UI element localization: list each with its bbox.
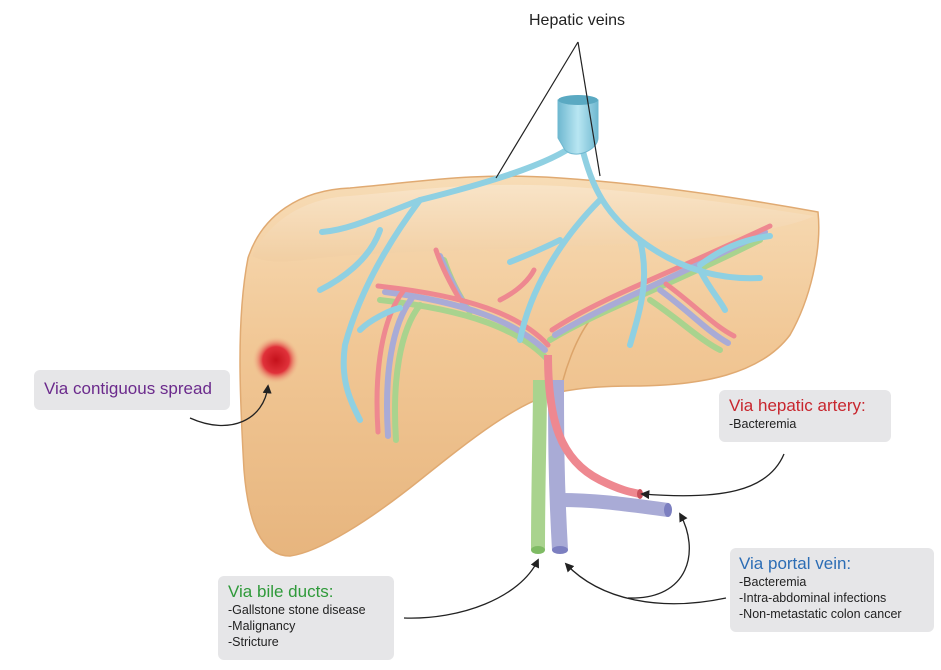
callout-bile-ducts: Via bile ducts: -Gallstone stone disease… <box>218 576 394 660</box>
callout-bile-item: -Stricture <box>228 635 279 649</box>
abscess-spot <box>252 336 300 384</box>
hepatic-veins-leaders <box>495 41 601 179</box>
callout-artery-item: -Bacteremia <box>729 417 797 431</box>
callout-portal-item: -Non-metastatic colon cancer <box>739 607 902 621</box>
arrow-artery <box>640 453 785 500</box>
callout-bile-item: -Gallstone stone disease <box>228 603 366 617</box>
callout-artery-title: Via hepatic artery: <box>729 396 866 415</box>
hepatic-vein-branches <box>317 137 773 423</box>
callout-portal-vein: Via portal vein: -Bacteremia -Intra-abdo… <box>730 548 934 632</box>
callout-portal-title: Via portal vein: <box>739 554 852 573</box>
arrow-contiguous <box>189 384 272 427</box>
ivc-opening <box>558 95 598 105</box>
hepatic-veins-label: Hepatic veins <box>529 12 626 29</box>
callout-portal-item: -Intra-abdominal infections <box>739 591 887 605</box>
ivc-stub <box>557 99 599 155</box>
callout-arrows <box>189 384 785 619</box>
callout-bile-title: Via bile ducts: <box>228 582 334 601</box>
arrow-portal-to-branch <box>627 512 690 599</box>
callout-hepatic-artery: Via hepatic artery: -Bacteremia <box>719 390 891 442</box>
callout-portal-item: -Bacteremia <box>739 575 807 589</box>
callout-bile-item: -Malignancy <box>228 619 296 633</box>
hepatic-artery-branches <box>374 223 773 435</box>
portal-triad-trunk <box>531 354 672 554</box>
callout-contiguous-spread: Via contiguous spread <box>34 370 230 410</box>
arrow-bile <box>403 558 539 619</box>
callout-contiguous-title: Via contiguous spread <box>44 379 212 398</box>
arrow-portal-to-trunk <box>564 562 727 605</box>
